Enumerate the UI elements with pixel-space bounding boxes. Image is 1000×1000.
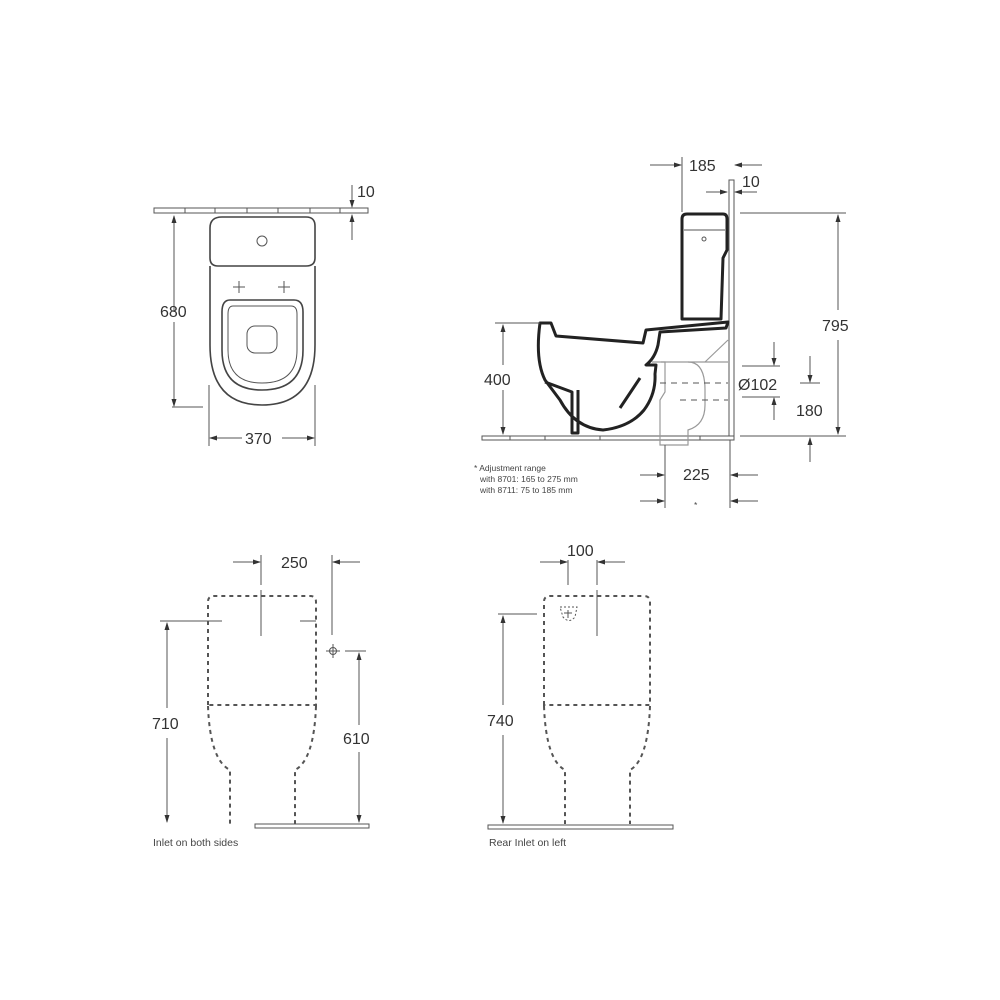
rear-inlet-icon	[559, 606, 578, 621]
dim-front-inlet-offset: 250	[281, 555, 308, 572]
side-view: 185 10 795 400 Ø102 180 225 *	[474, 157, 849, 510]
bowl-front	[207, 705, 317, 824]
bowl-side	[536, 320, 730, 432]
cistern-side	[680, 212, 729, 321]
wall-top-view	[153, 207, 369, 214]
cistern-outline	[209, 216, 316, 267]
cistern-rear	[543, 595, 651, 706]
dim-front-inlet-height: 610	[343, 731, 370, 748]
seat-opening	[246, 325, 278, 354]
dim-rear-height: 740	[487, 713, 514, 730]
fixing-cross-icon	[233, 281, 290, 293]
dim-top-width: 370	[245, 431, 272, 448]
dim-top-depth: 680	[160, 304, 187, 321]
dim-top-wall-gap: 10	[357, 184, 375, 201]
dim-side-wall-gap: 10	[742, 174, 760, 191]
floor-front-view	[254, 823, 370, 829]
adjustment-note-8701: with 8701: 165 to 275 mm	[479, 474, 578, 484]
outlet-pipe	[652, 361, 706, 446]
seat-outline	[221, 299, 304, 391]
dim-side-outlet-diameter: Ø102	[738, 377, 777, 394]
top-view: 10 680 370	[153, 184, 375, 448]
dim-rear-inlet-offset: 100	[567, 543, 594, 560]
adjustment-note-title: * Adjustment range	[474, 463, 546, 473]
dim-side-outlet-offset: 225	[683, 467, 710, 484]
front-view-caption: Inlet on both sides	[153, 837, 238, 849]
rear-view: 100 740 Rear Inlet on left	[487, 543, 674, 849]
flush-button-icon	[256, 235, 268, 247]
pedestal-side	[544, 380, 580, 435]
inlet-marker-icon	[326, 644, 340, 658]
dim-side-seat-height: 400	[484, 372, 511, 389]
dim-front-height: 710	[152, 716, 179, 733]
floor-side-view	[481, 435, 735, 441]
floor-rear-view	[487, 824, 674, 830]
cistern-front	[207, 595, 317, 706]
front-view: 250 710 610 Inlet on both sides	[152, 555, 370, 849]
bowl-rear	[543, 705, 651, 824]
dim-side-outlet-height: 180	[796, 403, 823, 420]
dim-side-asterisk: *	[694, 500, 698, 510]
wall-side-view	[728, 179, 735, 437]
bowl-outline	[209, 266, 316, 406]
adjustment-note-8711: with 8711: 75 to 185 mm	[479, 485, 572, 495]
dim-side-cistern-depth: 185	[689, 158, 716, 175]
rear-view-caption: Rear Inlet on left	[489, 837, 566, 849]
dim-side-total-height: 795	[822, 318, 849, 335]
